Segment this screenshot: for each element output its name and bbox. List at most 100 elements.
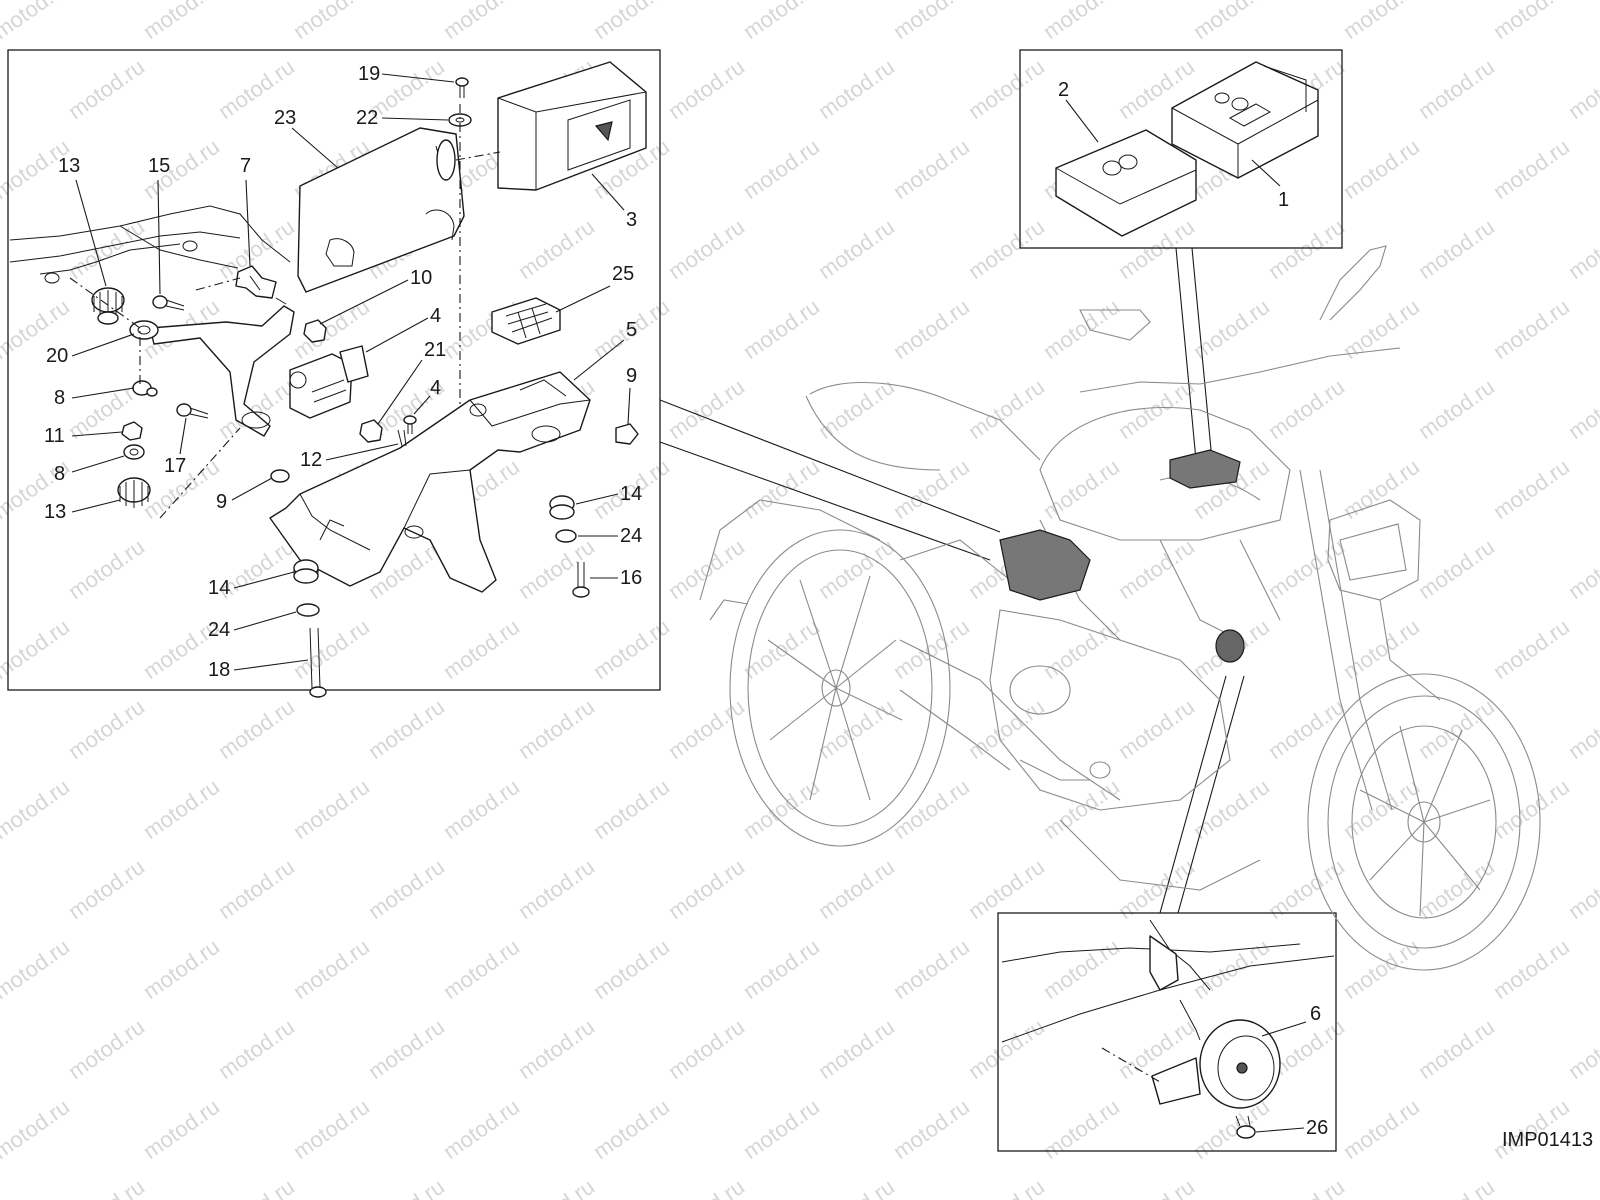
watermark-text: motod.ru [1564,854,1600,924]
watermark-text: motod.ru [1414,694,1499,764]
part-23-cover [297,127,465,293]
watermark-text: motod.ru [214,1014,299,1084]
callout-2: 2 [1058,79,1069,101]
watermark-text: motod.ru [664,54,749,124]
watermark-text: motod.ru [214,854,299,924]
watermark-text: motod.ru [589,614,674,684]
watermark-text: motod.ru [64,1174,149,1200]
watermark-text: motod.ru [1264,214,1349,284]
watermark-text: motod.ru [214,374,299,444]
part-14-grommet-bottom [293,559,319,584]
watermark-text: motod.ru [664,214,749,284]
watermark-text: motod.ru [439,614,524,684]
watermark-text: motod.ru [0,614,74,684]
watermark-text: motod.ru [439,0,524,44]
part-4-sensor [289,345,369,419]
callout-26: 26 [1306,1117,1328,1139]
watermark-text: motod.ru [1414,54,1499,124]
part-17-screw [176,403,209,419]
axis-line-module [455,151,501,161]
drawing-code: IMP01413 [1502,1129,1593,1151]
motorcycle-illustration [699,245,1541,971]
watermark-text: motod.ru [589,0,674,44]
watermark-text: motod.ru [1189,294,1274,364]
callouts: 19 22 23 3 13 15 7 10 4 25 5 21 4 9 20 8… [44,63,1328,1139]
detail-box-ecu [1019,49,1343,249]
watermark-text: motod.ru [1339,134,1424,204]
callout-21: 21 [424,339,446,361]
callout-10: 10 [410,267,432,289]
part-8-bushing-bottom [123,444,145,460]
callout-24-bottom: 24 [208,619,230,641]
watermark-text: motod.ru [1414,374,1499,444]
detail-box-horn [997,912,1337,1152]
frame-background [9,205,291,284]
watermark-text: motod.ru [514,854,599,924]
watermark-text: motod.ru [739,1094,824,1164]
watermark-text: motod.ru [1189,934,1274,1004]
leader-left-box [659,399,1001,561]
watermark-text: motod.ru [664,1174,749,1200]
part-6-horn [1151,1019,1281,1109]
watermark-text: motod.ru [1489,454,1574,524]
watermark-text: motod.ru [964,54,1049,124]
callout-14-right: 14 [620,483,642,505]
watermark-text: motod.ru [514,694,599,764]
watermark-text: motod.ru [64,694,149,764]
watermark-text: motod.ru [1564,1174,1600,1200]
watermark-text: motod.ru [1564,1014,1600,1084]
callout-20: 20 [46,345,68,367]
watermark-text: motod.ru [664,854,749,924]
watermark-text: motod.ru [739,0,824,44]
callout-7: 7 [240,155,251,177]
watermark-text: motod.ru [364,694,449,764]
part-11-nut [121,421,143,441]
part-24-washer-right [555,529,577,543]
watermark-text: motod.ru [1264,694,1349,764]
watermark-text: motod.ru [814,214,899,284]
watermark-text: motod.ru [0,0,74,44]
part-2-cover [1055,129,1197,237]
callout-19: 19 [358,63,380,85]
watermark-text: motod.ru [664,694,749,764]
watermark-text: motod.ru [514,214,599,284]
watermark-text: motod.ru [289,0,374,44]
watermark-text: motod.ru [1564,214,1600,284]
watermark-text: motod.ru [739,934,824,1004]
callout-11: 11 [44,425,65,447]
callout-17: 17 [164,455,186,477]
watermark-text: motod.ru [1489,614,1574,684]
watermark-text: motod.ru [1039,934,1124,1004]
part-12-screw [397,429,407,447]
callout-14-bottom: 14 [208,577,230,599]
watermark-text: motod.ru [814,854,899,924]
watermark-text: motod.ru [889,454,974,524]
part-10-nut [303,319,327,343]
watermark-text: motod.ru [739,134,824,204]
watermark-text: motod.ru [964,214,1049,284]
axis-line-bottom-left [159,427,241,519]
callout-5: 5 [626,319,637,341]
callout-9-left: 9 [216,491,227,513]
part-4b-screw [403,415,417,434]
watermark-text: motod.ru [1414,1174,1499,1200]
callout-9-right: 9 [626,365,637,387]
watermark-text: motod.ru [1189,0,1274,44]
watermark-text: motod.ru [139,0,224,44]
watermark-text: motod.ru [1564,54,1600,124]
watermark-text: motod.ru [1414,534,1499,604]
watermark-text: motod.ru [1114,1174,1199,1200]
watermark-text: motod.ru [814,54,899,124]
watermark-text: motod.ru [139,934,224,1004]
watermark-text: motod.ru [439,1094,524,1164]
watermark-text: motod.ru [589,774,674,844]
callout-15: 15 [148,155,170,177]
watermark-text: motod.ru [64,1014,149,1084]
callout-25: 25 [612,263,634,285]
part-13-grommet-top [91,287,125,325]
watermark-text: motod.ru [1264,534,1349,604]
watermark-text: motod.ru [1489,774,1574,844]
watermark-text: motod.ru [0,1094,74,1164]
